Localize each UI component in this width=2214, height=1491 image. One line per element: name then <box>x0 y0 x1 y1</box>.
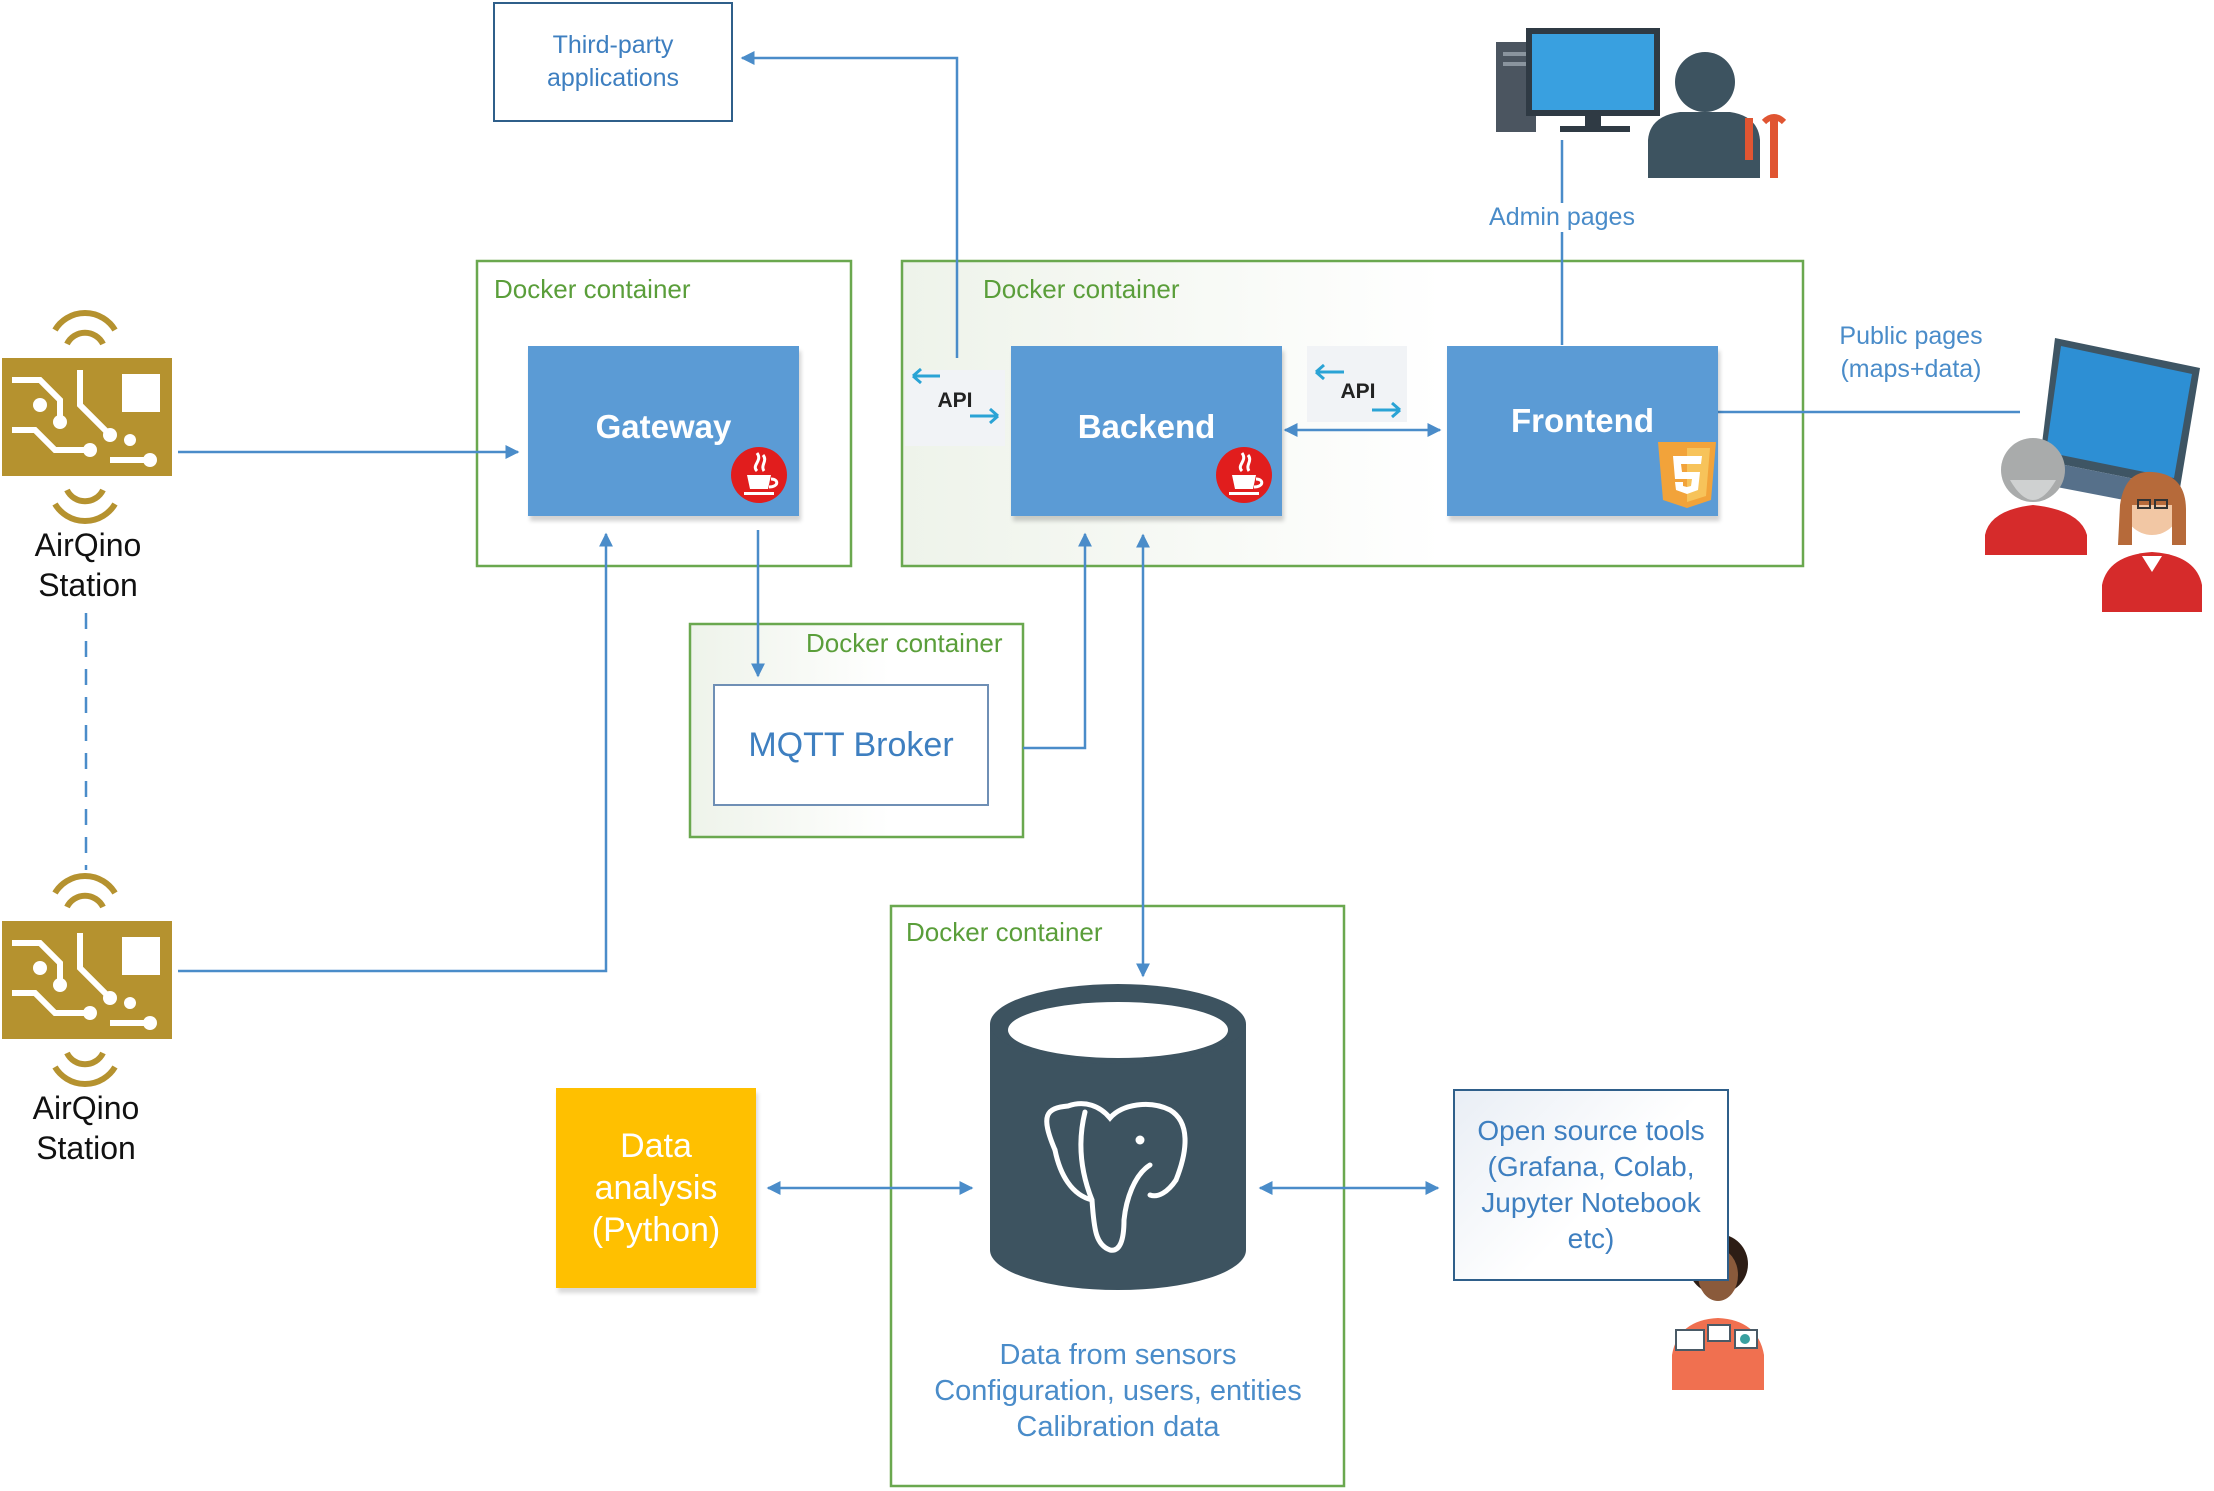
public-users-icon <box>1985 438 2202 612</box>
api-label: API <box>1340 380 1375 403</box>
third-party-label-line1: Third-party <box>552 31 674 59</box>
database-contents: Data from sensors Configuration, users, … <box>900 1337 1336 1445</box>
mqtt-to-backend-arrow <box>1023 532 1092 750</box>
public-pages-line2: (maps+data) <box>1840 355 1982 383</box>
open-source-line3: Jupyter Notebook <box>1481 1187 1701 1218</box>
frontend-label: Frontend <box>1511 402 1654 439</box>
database-contents-line3: Calibration data <box>1016 1411 1220 1443</box>
data-analysis-box[interactable]: Data analysis (Python) <box>556 1088 756 1288</box>
postgresql-database <box>990 984 1246 1290</box>
java-icon <box>731 447 787 503</box>
container-label: Docker container <box>494 274 691 304</box>
backend-box[interactable]: Backend <box>1011 346 1282 516</box>
container-label: Docker container <box>806 628 1003 658</box>
mqtt-broker-label: MQTT Broker <box>748 725 954 764</box>
java-icon <box>1216 447 1272 503</box>
station2-to-gateway-arrow <box>178 532 613 973</box>
public-pages-line1: Public pages <box>1839 322 1983 350</box>
api-badge-left: API <box>905 367 1005 446</box>
container-label: Docker container <box>983 274 1180 304</box>
admin-user-icon <box>1648 52 1787 178</box>
open-source-line2: (Grafana, Colab, <box>1487 1151 1695 1182</box>
pcb-sensor-icon <box>2 873 172 1087</box>
third-party-label-line2: applications <box>546 64 680 92</box>
data-analysis-line2: analysis <box>594 1169 718 1207</box>
open-source-line1: Open source tools <box>1477 1115 1705 1146</box>
data-analysis-line3: (Python) <box>591 1211 721 1249</box>
station-label: AirQino Station <box>4 1088 168 1168</box>
computer-icon <box>1496 28 1660 132</box>
data-analysis-line1: Data <box>620 1127 692 1165</box>
database-contents-line2: Configuration, users, entities <box>934 1375 1302 1407</box>
station-label-line1: AirQino <box>34 527 142 563</box>
pcb-sensor-icon <box>2 310 172 524</box>
station-label: AirQino Station <box>6 525 170 605</box>
backend-to-thirdparty-arrow <box>740 51 959 358</box>
html5-icon <box>1658 442 1716 508</box>
api-badge-right: API <box>1307 346 1407 422</box>
station-label-line2: Station <box>38 567 138 603</box>
gateway-label: Gateway <box>595 408 732 445</box>
api-label: API <box>937 389 972 412</box>
backend-label: Backend <box>1077 408 1216 445</box>
database-contents-line1: Data from sensors <box>999 1339 1237 1371</box>
open-source-tools-box[interactable]: Open source tools (Grafana, Colab, Jupyt… <box>1453 1089 1729 1281</box>
mqtt-broker-box[interactable]: MQTT Broker <box>713 684 989 806</box>
public-pages-label: Public pages (maps+data) <box>1815 320 2007 386</box>
third-party-box[interactable]: Third-party applications <box>493 2 733 122</box>
postgresql-elephant-icon <box>1044 1101 1188 1253</box>
station-label-line1: AirQino <box>32 1090 140 1126</box>
station-label-line2: Station <box>36 1130 136 1166</box>
container-label: Docker container <box>906 917 1103 947</box>
admin-pages-label: Admin pages <box>1462 203 1662 232</box>
open-source-line4: etc) <box>1567 1223 1615 1254</box>
